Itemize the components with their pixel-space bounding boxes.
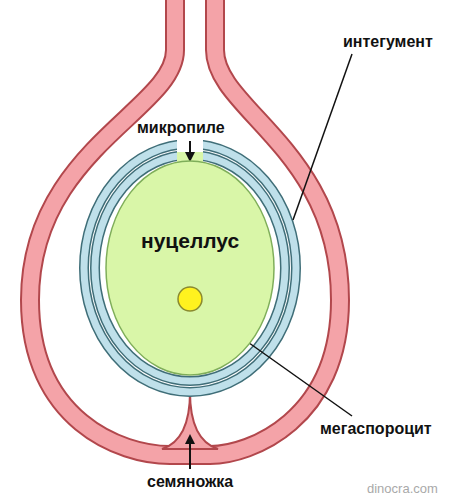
part-label: мегаспороцит: [320, 419, 432, 438]
integument-leader: [293, 54, 352, 220]
nucellus-shape: [105, 160, 275, 376]
megasporocyte-cell: [178, 287, 202, 311]
ovary-wall: [30, 0, 340, 455]
micropyle-arrow: [189, 141, 191, 160]
node-label: нуцеллус: [141, 228, 239, 253]
funiculus-arrow: [189, 436, 191, 469]
watermark: dinocra.com: [367, 481, 438, 497]
part-label: семяножка: [147, 472, 233, 491]
part-label: микропиле: [137, 118, 225, 137]
nucellus-oval: нуцеллус: [105, 160, 275, 376]
integument: [84, 144, 296, 392]
part-label: интегумент: [343, 32, 433, 51]
